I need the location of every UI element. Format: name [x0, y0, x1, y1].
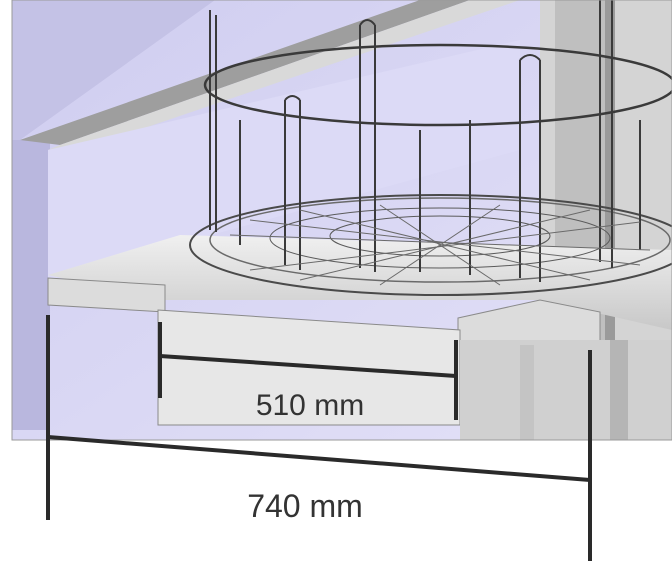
rack-grid — [229, 204, 651, 286]
rack-base-ring-inner — [209, 197, 671, 283]
outer-dimension-label: 740 mm — [247, 488, 363, 524]
hood-edge — [20, 0, 470, 145]
cad-render — [11, 0, 672, 441]
inner-dimension-label: 510 mm — [256, 389, 364, 422]
left-panel — [12, 140, 50, 430]
rack-grid-ring-2 — [329, 215, 551, 257]
rack-top-ring — [203, 43, 672, 127]
counter-top — [48, 235, 672, 330]
render-frame — [11, 0, 672, 441]
leg-2 — [520, 345, 534, 440]
side-wall-shadow — [12, 0, 215, 140]
leg-1 — [610, 340, 628, 440]
outer-dimension — [46, 315, 592, 561]
inner-dimension — [158, 322, 458, 420]
rack-wires — [209, 0, 641, 282]
inner-dim-line — [159, 354, 457, 378]
rack-base-ring — [189, 194, 672, 296]
rack-grid-ring-1 — [269, 207, 611, 269]
outer-dim-line — [47, 435, 591, 482]
hood-lip — [48, 0, 520, 150]
column-edge — [605, 0, 615, 440]
base-right — [460, 340, 672, 440]
